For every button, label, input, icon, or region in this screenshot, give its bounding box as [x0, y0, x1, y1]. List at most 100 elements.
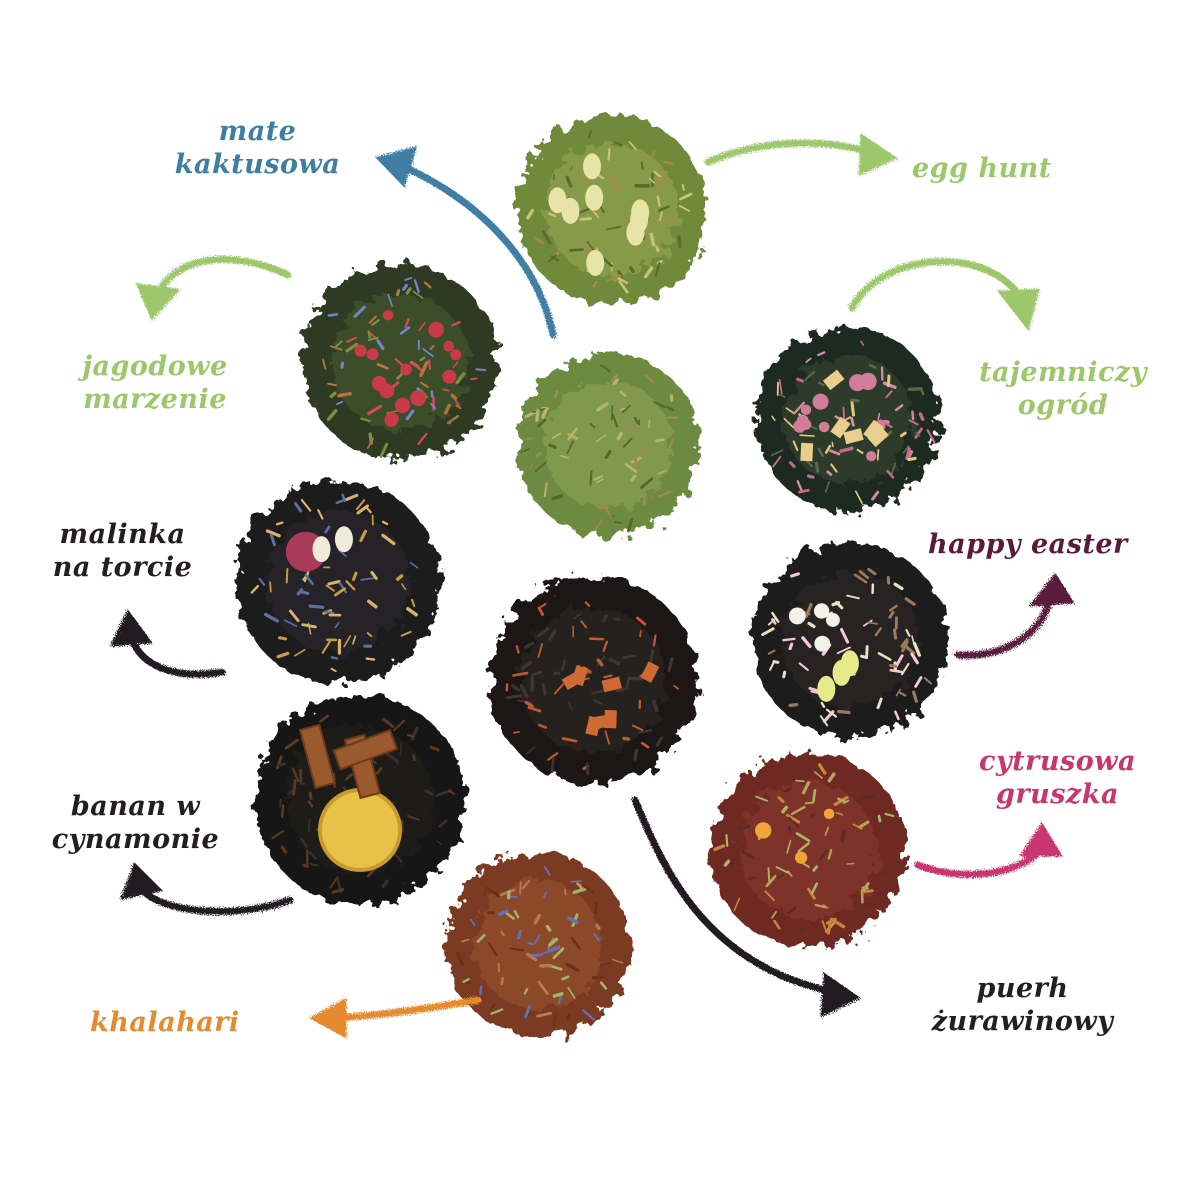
tea-leaf-bit	[649, 232, 656, 247]
tea-leaf-bit	[345, 580, 356, 591]
tea-leaf-bit	[304, 573, 314, 586]
label-line: happy easter	[928, 529, 1128, 560]
tea-leaf-bit	[335, 340, 343, 348]
tea-leaf-bit	[595, 923, 601, 930]
tea-leaf-bit	[550, 255, 560, 262]
tea-leaf-bit	[515, 645, 520, 654]
tea-leaf-bit	[376, 339, 385, 351]
tea-leaf-bit	[423, 281, 432, 289]
tea-leaf-bit	[551, 494, 564, 501]
tea-leaf-bit	[525, 952, 538, 962]
tea-leaf-bit	[630, 389, 639, 399]
tea-leaf-bit	[345, 773, 354, 781]
tea-ingredient	[312, 536, 331, 563]
tea-leaf-bit	[624, 462, 638, 473]
tea-leaf-bit	[790, 572, 800, 578]
tea-leaf-bit	[541, 410, 547, 419]
tea-leaf-bit	[300, 837, 308, 848]
tea-leaf-bit	[804, 801, 815, 805]
tea-ingredient	[867, 426, 889, 448]
tea-leaf-bit	[476, 933, 486, 943]
tea-leaf-bit	[418, 321, 426, 331]
tea-leaf-bit	[527, 706, 542, 713]
tea-leaf-bit	[788, 702, 799, 708]
tea-leaf-bit	[846, 862, 855, 865]
tea-leaf-bit	[652, 634, 657, 647]
tea-ingredient	[818, 421, 830, 433]
tea-leaf-bit	[448, 789, 456, 795]
tea-leaf-bit	[462, 978, 470, 984]
tea-leaf-bit	[860, 340, 865, 346]
label-line: tajemniczy	[979, 357, 1147, 388]
tea-leaf-bit	[308, 851, 317, 860]
tea-leaf-bit	[771, 415, 776, 421]
tea-leaf-bit	[650, 150, 655, 165]
label-tajemniczy-ogrod: tajemniczy ogród	[948, 356, 1178, 422]
tea-leaf-bit	[827, 920, 832, 935]
tea-leaf-bit	[619, 390, 627, 397]
tea-leaf-bit	[513, 909, 520, 919]
tea-leaf-bit	[561, 737, 578, 743]
tea-leaf-bit	[543, 866, 551, 876]
tea-leaf-bit	[510, 684, 521, 692]
tea-leaf-bit	[801, 781, 811, 795]
tea-leaf-bit	[412, 290, 424, 300]
tea-ingredient	[332, 728, 399, 771]
tea-leaf-bit	[610, 373, 619, 383]
tea-leaf-bit	[612, 617, 621, 621]
tea-leaf-bit	[761, 627, 775, 636]
tea-leaf-bit	[546, 945, 561, 953]
tea-leaf-bit	[657, 469, 667, 475]
tea-leaf-bit	[405, 409, 415, 421]
tea-leaf-bit	[543, 891, 547, 899]
tea-leaf-bit	[795, 779, 805, 783]
tea-leaf-bit	[787, 825, 792, 833]
tea-leaf-bit	[453, 398, 461, 408]
tea-leaf-bit	[641, 741, 650, 749]
tea-leaf-bit	[781, 805, 789, 814]
tea-leaf-bit	[470, 918, 476, 927]
tea-pile-shade	[783, 355, 913, 485]
tea-leaf-bit	[642, 492, 647, 506]
tea-leaf-bit	[820, 701, 826, 708]
tea-leaf-bit	[520, 660, 533, 671]
tea-leaf-bit	[770, 449, 784, 457]
tea-leaf-bit	[867, 567, 877, 576]
tea-leaf-bit	[537, 418, 547, 428]
tea-leaf-bit	[526, 208, 535, 220]
tea-leaf-bit	[417, 432, 428, 445]
tea-leaf-bit	[804, 371, 816, 381]
tea-leaf-bit	[819, 715, 829, 727]
tea-leaf-bit	[400, 630, 412, 637]
tea-leaf-bit	[785, 813, 801, 824]
tea-leaf-bit	[723, 859, 731, 867]
tea-leaf-bit	[805, 357, 812, 363]
pile-mate-kaktusowa	[516, 353, 700, 537]
tea-leaf-bit	[288, 609, 300, 623]
tea-ingredient	[800, 442, 814, 462]
tea-leaf-bit	[741, 850, 756, 860]
tea-leaf-bit	[804, 603, 813, 618]
tea-leaf-bit	[786, 870, 793, 877]
tea-leaf-bit	[725, 834, 729, 847]
tea-pile-shade	[520, 607, 666, 753]
tea-leaf-bit	[888, 604, 898, 612]
tea-leaf-bit	[858, 820, 870, 829]
tea-leaf-bit	[595, 434, 607, 443]
tea-leaf-bit	[589, 422, 596, 429]
tea-leaf-bit	[862, 619, 873, 627]
tea-leaf-bit	[436, 840, 442, 845]
tea-ingredient	[394, 397, 411, 413]
tea-leaf-bit	[443, 403, 451, 415]
tea-leaf-bit	[299, 782, 306, 785]
label-line: puerh	[976, 973, 1069, 1004]
tea-leaf-bit	[565, 962, 580, 972]
tea-leaf-bit	[920, 387, 925, 396]
tea-leaf-bit	[399, 742, 403, 757]
tea-leaf-bit	[334, 587, 346, 597]
arrowhead-cytrusowa-gruszka	[1019, 822, 1063, 857]
label-puerh-zurawinowy: puerh żurawinowy	[880, 972, 1165, 1038]
tea-leaf-bit	[446, 414, 460, 425]
